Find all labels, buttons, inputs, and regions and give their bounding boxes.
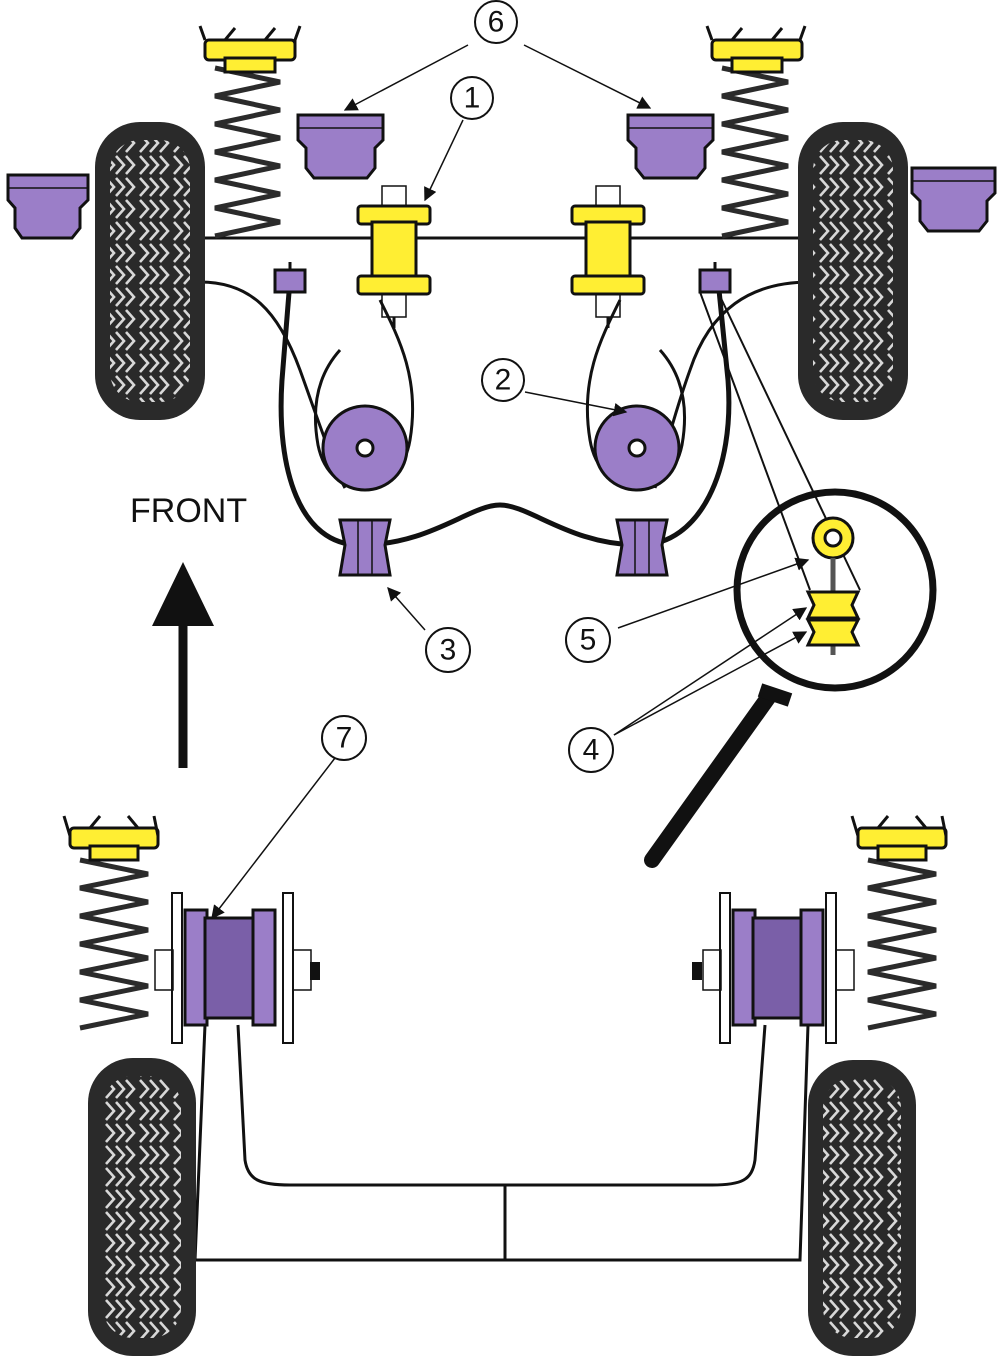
callout-7-label: 7 <box>336 722 353 755</box>
front-left-spring <box>214 65 281 239</box>
rear-axle-frame <box>193 1024 810 1262</box>
front-right-top-mount <box>705 25 807 74</box>
drop-link-right <box>698 262 732 294</box>
rear-left-wheel <box>88 1058 196 1356</box>
callout-1-label: 1 <box>464 82 481 115</box>
rear-left-spring <box>79 857 149 1031</box>
callout-2: 2 <box>481 358 525 402</box>
bush-2-left <box>321 404 409 492</box>
callout-5-label: 5 <box>580 624 597 657</box>
callout-4: 4 <box>568 727 614 773</box>
callout-3: 3 <box>425 627 471 673</box>
rear-right-top-mount <box>850 815 948 862</box>
bush-6-left-inner <box>296 113 385 180</box>
front-left-wheel <box>95 122 205 420</box>
callout-4-label: 4 <box>583 734 600 767</box>
bush-1-right <box>570 185 646 328</box>
front-right-spring <box>721 65 789 239</box>
callout-1: 1 <box>450 76 494 120</box>
callout-6-label: 6 <box>488 6 505 39</box>
bush-3-right <box>615 518 669 577</box>
callout-3-label: 3 <box>440 634 457 667</box>
front-label: FRONT <box>130 492 247 530</box>
bush-6-left-outer <box>6 173 90 240</box>
bush-6-right-outer <box>910 166 997 233</box>
front-direction-arrow <box>152 562 214 768</box>
rear-right-wheel <box>808 1060 916 1356</box>
bush-7-right <box>692 892 855 1044</box>
bush-1-left <box>356 185 432 328</box>
callout-2-label: 2 <box>495 364 512 397</box>
rear-right-spring <box>867 857 937 1031</box>
bush-6-right-inner <box>626 113 715 180</box>
bush-7-left <box>154 892 320 1044</box>
bush-2-right <box>593 404 681 492</box>
rear-left-top-mount <box>62 815 160 862</box>
front-left-top-mount <box>198 25 302 74</box>
callout-5: 5 <box>565 617 611 663</box>
front-right-wheel <box>798 122 908 420</box>
callout-leaders <box>211 44 810 920</box>
callout-6: 6 <box>474 0 518 44</box>
callout-7: 7 <box>321 715 367 761</box>
magnifier-detail <box>644 291 937 868</box>
drop-link-left <box>273 262 307 294</box>
bush-3-left <box>338 518 392 577</box>
